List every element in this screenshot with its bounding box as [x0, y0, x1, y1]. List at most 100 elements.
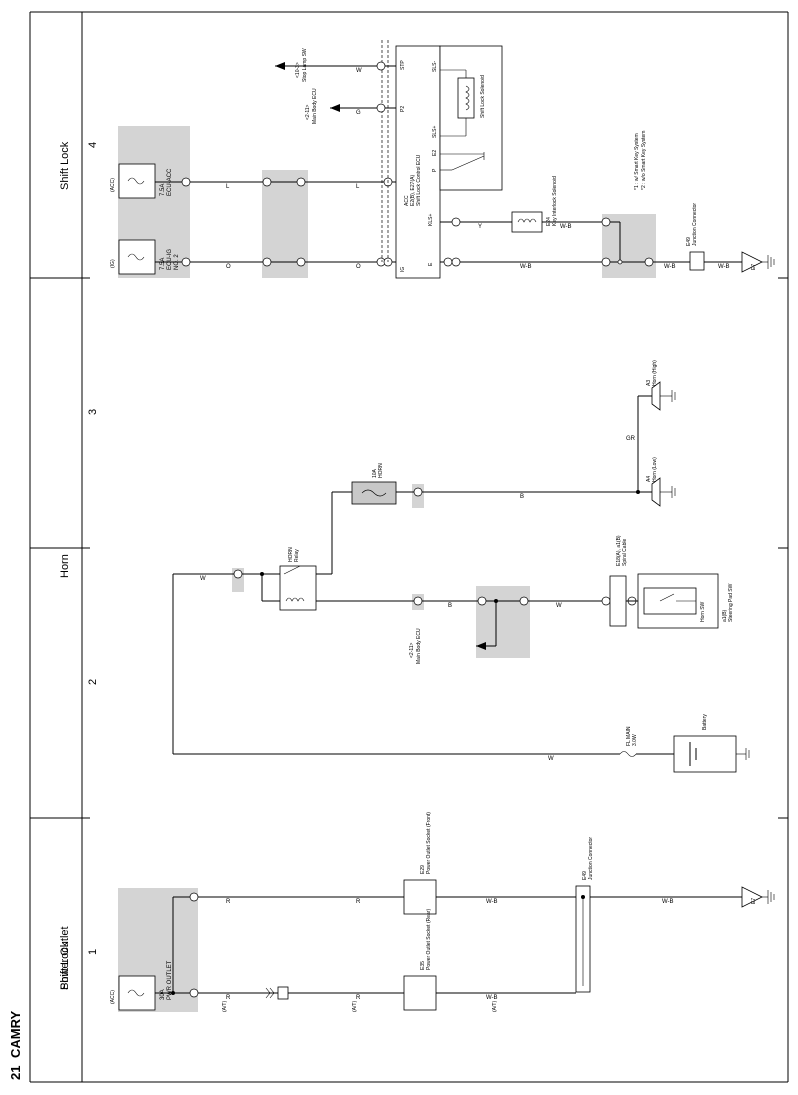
horn-high-icon — [651, 381, 661, 411]
svg-text:E35: E35 — [420, 961, 426, 970]
svg-text:R: R — [356, 899, 361, 905]
wire-l-label-2: L — [356, 184, 360, 190]
svg-text:7.5A: 7.5A — [160, 258, 166, 270]
section-num-1: 1 — [87, 949, 99, 955]
junction-connector-shift-label: E49 Junction Connector — [686, 203, 698, 246]
section-num-3: 3 — [87, 409, 99, 415]
svg-text:Power Outlet Socket (Rear): Power Outlet Socket (Rear) — [426, 909, 432, 970]
svg-text:7.5A: 7.5A — [160, 184, 166, 196]
svg-text:(ACC): (ACC) — [110, 178, 116, 192]
svg-text:<10-3>: <10-3> — [295, 62, 301, 78]
horn-low-icon — [651, 477, 661, 507]
svg-text:2: 2 — [87, 679, 99, 685]
key-interlock-coil-icon — [517, 218, 537, 223]
fuse-ecu-ig-symbol — [127, 253, 145, 261]
svg-text:<2-11>: <2-11> — [409, 642, 415, 658]
svg-text:FL MAIN: FL MAIN — [626, 726, 632, 746]
svg-text:(A/T): (A/T) — [222, 1001, 228, 1012]
svg-text:Stop Lamp SW: Stop Lamp SW — [302, 48, 308, 82]
horn-sw-label: Horn SW — [700, 601, 706, 622]
svg-text:E24: E24 — [546, 217, 552, 226]
power-outlet-front-label: E29 Power Outlet Socket (Front) — [420, 812, 432, 874]
horn-sw-icon — [659, 593, 675, 602]
pin-sls-plus: SLS+ — [432, 126, 438, 138]
shift-lock-ecu-label: ACC E2(B), E27(A) Shift Lock Control ECU — [404, 154, 422, 206]
connector-chevron-icon — [265, 987, 275, 999]
horn-relay-label: HORN Relay — [288, 547, 300, 562]
svg-text:R: R — [226, 995, 231, 1001]
svg-text:a1(B): a1(B) — [722, 609, 728, 622]
notes: *1 : w/ Smart Key System *2 : w/o Smart … — [634, 131, 647, 190]
svg-text:Junction Connector: Junction Connector — [588, 837, 594, 880]
svg-text:Shift Lock Control ECU: Shift Lock Control ECU — [416, 154, 422, 206]
svg-text:GR: GR — [626, 436, 636, 442]
svg-text:R: R — [356, 995, 361, 1001]
svg-text:4: 4 — [87, 142, 99, 148]
key-interlock-solenoid — [511, 211, 543, 233]
svg-text:Junction Connector: Junction Connector — [692, 203, 698, 246]
page-frame — [29, 11, 789, 1083]
svg-text:3.0W: 3.0W — [632, 734, 638, 746]
svg-text:W-B: W-B — [662, 899, 674, 905]
arrow-p2-icon — [330, 104, 340, 112]
svg-text:A4: A4 — [646, 476, 652, 482]
spiral-cable-box — [609, 575, 627, 627]
svg-text:Horn (High): Horn (High) — [652, 360, 658, 386]
ig-label: (IG) — [110, 259, 116, 268]
svg-text:Horn: Horn — [59, 554, 71, 578]
svg-text:W-B: W-B — [560, 224, 572, 230]
svg-text:Main Body ECU: Main Body ECU — [312, 88, 318, 124]
svg-text:(A/T): (A/T) — [492, 1001, 498, 1012]
svg-text:Battery: Battery — [702, 714, 708, 730]
svg-text:W-B: W-B — [664, 264, 676, 270]
horn-high-label: A3 Horn (High) — [646, 360, 658, 386]
svg-text:G: G — [356, 110, 361, 116]
svg-text:Main Body ECU: Main Body ECU — [416, 628, 422, 664]
fuse-ecu-acc-symbol — [127, 177, 145, 185]
fuse-ecu-acc-box — [118, 163, 156, 199]
pin-ig: IG — [400, 267, 406, 272]
horn-relay-box — [279, 565, 317, 611]
svg-text:30A: 30A — [160, 989, 166, 1000]
svg-text:Key Interlock Solenoid: Key Interlock Solenoid — [552, 176, 558, 226]
pin-stp: STP — [400, 60, 406, 70]
svg-text:HORN: HORN — [378, 463, 384, 478]
fuse-horn-symbol — [361, 489, 387, 497]
main-body-ecu-shift-label: Main Body ECU <2-11> — [305, 88, 318, 124]
relay-switch-icon — [283, 565, 301, 575]
svg-text:E49: E49 — [686, 237, 692, 246]
section-title-2: Horn — [59, 554, 71, 578]
acc-label: (ACC) — [110, 178, 116, 192]
svg-text:Steering Pad SW: Steering Pad SW — [728, 583, 734, 622]
acc-label-power: (ACC) — [110, 990, 116, 1004]
svg-text:R: R — [226, 899, 231, 905]
svg-text:ACC: ACC — [404, 195, 410, 206]
svg-text:Shift Lock: Shift Lock — [59, 141, 71, 190]
connector-acc-1 — [181, 177, 191, 187]
fuse-pwr-outlet-box — [118, 975, 156, 1011]
svg-text:B: B — [448, 603, 452, 609]
section-title-power: Power Outlet — [59, 926, 71, 990]
svg-text:Shift Lock Solenoid: Shift Lock Solenoid — [480, 75, 486, 118]
svg-text:W-B: W-B — [486, 899, 498, 905]
connector-ig-2 — [262, 257, 272, 267]
svg-text:W: W — [556, 603, 562, 609]
svg-text:10A: 10A — [372, 468, 378, 478]
svg-text:E2(B), E27(A): E2(B), E27(A) — [410, 175, 416, 206]
spiral-cable-label: E18(A), a1(B) Spiral Cable — [616, 535, 628, 566]
junction-connector-power-label: E49 Junction Connector — [582, 837, 594, 880]
page-number: 21 — [8, 1066, 23, 1080]
svg-text:(A/T): (A/T) — [352, 1001, 358, 1012]
relay-coil-icon — [285, 597, 305, 602]
pin-e: E — [428, 262, 434, 266]
steering-pad-label: a1(B) Steering Pad SW — [722, 583, 734, 622]
arrow-stp-icon — [275, 62, 285, 70]
horn-low-label: A4 Horn (Low) — [646, 457, 658, 482]
svg-text:B: B — [520, 494, 524, 500]
connector-ig-3 — [296, 257, 306, 267]
fuse-horn-label: 10A HORN — [372, 463, 384, 478]
svg-text:Relay: Relay — [294, 549, 300, 562]
svg-text:W: W — [200, 576, 206, 582]
svg-text:(ACC): (ACC) — [110, 990, 116, 1004]
